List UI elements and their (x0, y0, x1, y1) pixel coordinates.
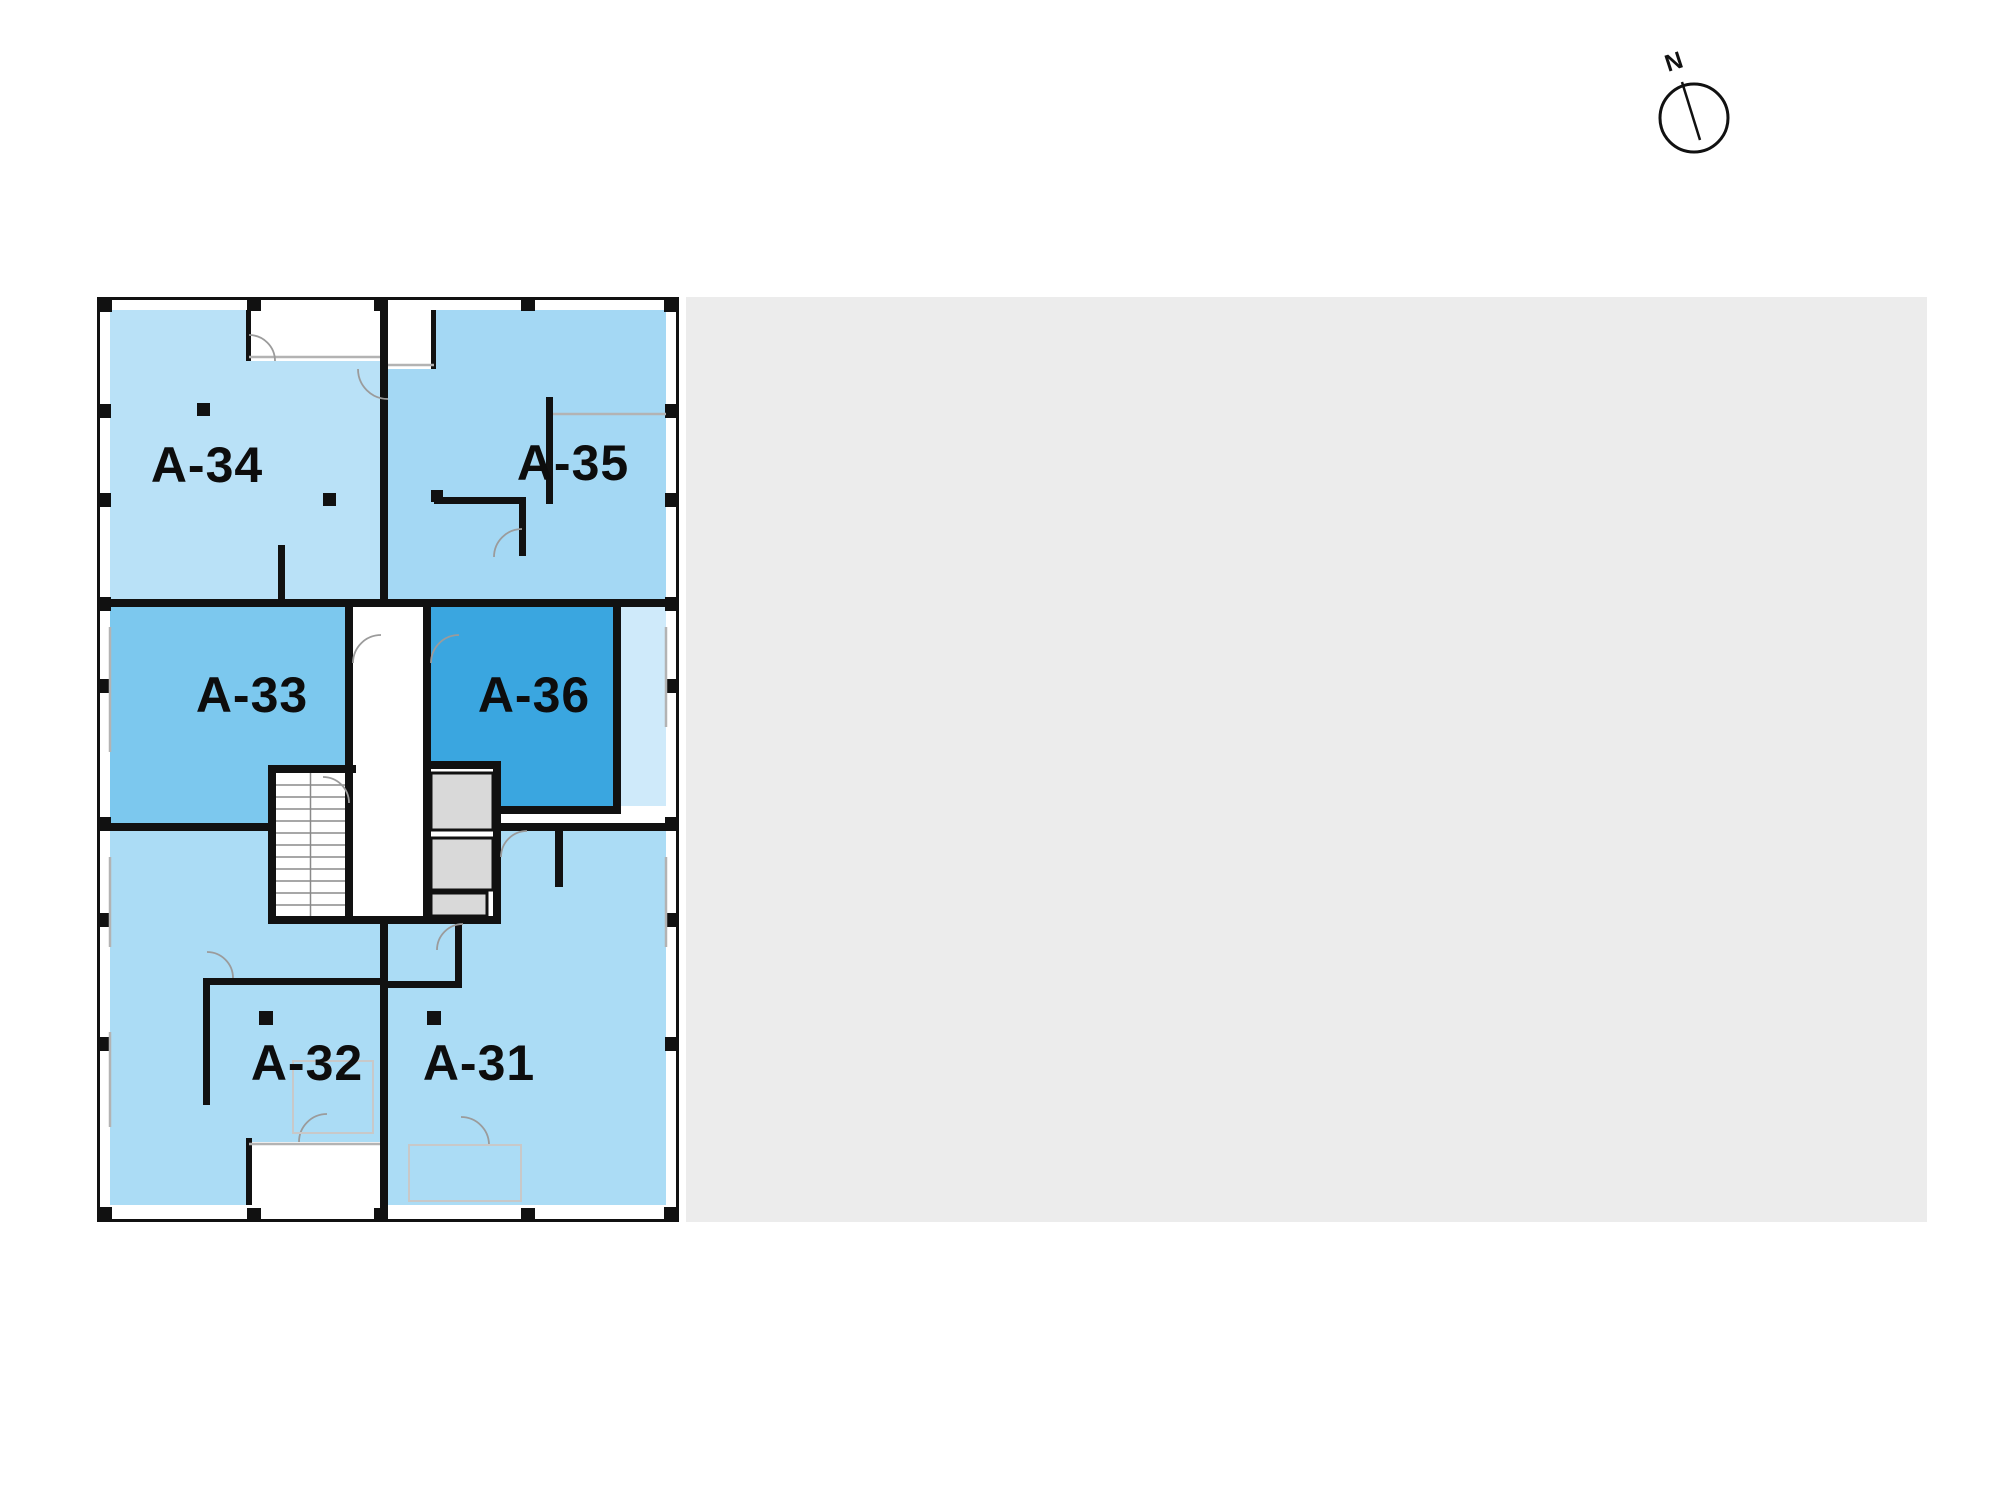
corridor (353, 607, 423, 916)
unit-a36-area[interactable] (431, 607, 613, 806)
floor-plan: A-34 A-35 A-33 A-36 A-32 A-31 (97, 297, 679, 1222)
door-arcs (206, 334, 528, 1146)
unit-a34-area[interactable] (110, 310, 380, 599)
window-lines (108, 355, 668, 1146)
elevator-shaft-1 (429, 771, 495, 832)
unit-a35-label[interactable]: A-35 (516, 435, 630, 491)
elevators (429, 771, 495, 918)
furniture-outline (292, 1060, 374, 1134)
walls (99, 299, 679, 1220)
unit-a33-label[interactable]: A-33 (195, 667, 309, 723)
stair-treads (276, 773, 345, 916)
unit-a32-label[interactable]: A-32 (250, 1035, 364, 1091)
unit-a32-area[interactable] (110, 831, 380, 1205)
adjacent-area-panel (686, 297, 1927, 1222)
balcony-rail (408, 1144, 522, 1202)
perimeter-columns (97, 297, 679, 1222)
unit-a36-label[interactable]: A-36 (477, 667, 591, 723)
unit-a31-label[interactable]: A-31 (422, 1035, 536, 1091)
unit-a35-area[interactable] (388, 310, 666, 599)
compass-needle (1680, 81, 1702, 141)
service-shaft (429, 891, 489, 918)
north-compass: N (1632, 40, 1762, 180)
unit-a36-balcony (621, 607, 666, 806)
unit-a34-label[interactable]: A-34 (150, 437, 264, 493)
unit-a33-area[interactable] (110, 607, 345, 823)
floor-plan-drawing (97, 297, 679, 1222)
elevator-shaft-2 (429, 836, 495, 892)
compass-north-label: N (1662, 47, 1687, 78)
